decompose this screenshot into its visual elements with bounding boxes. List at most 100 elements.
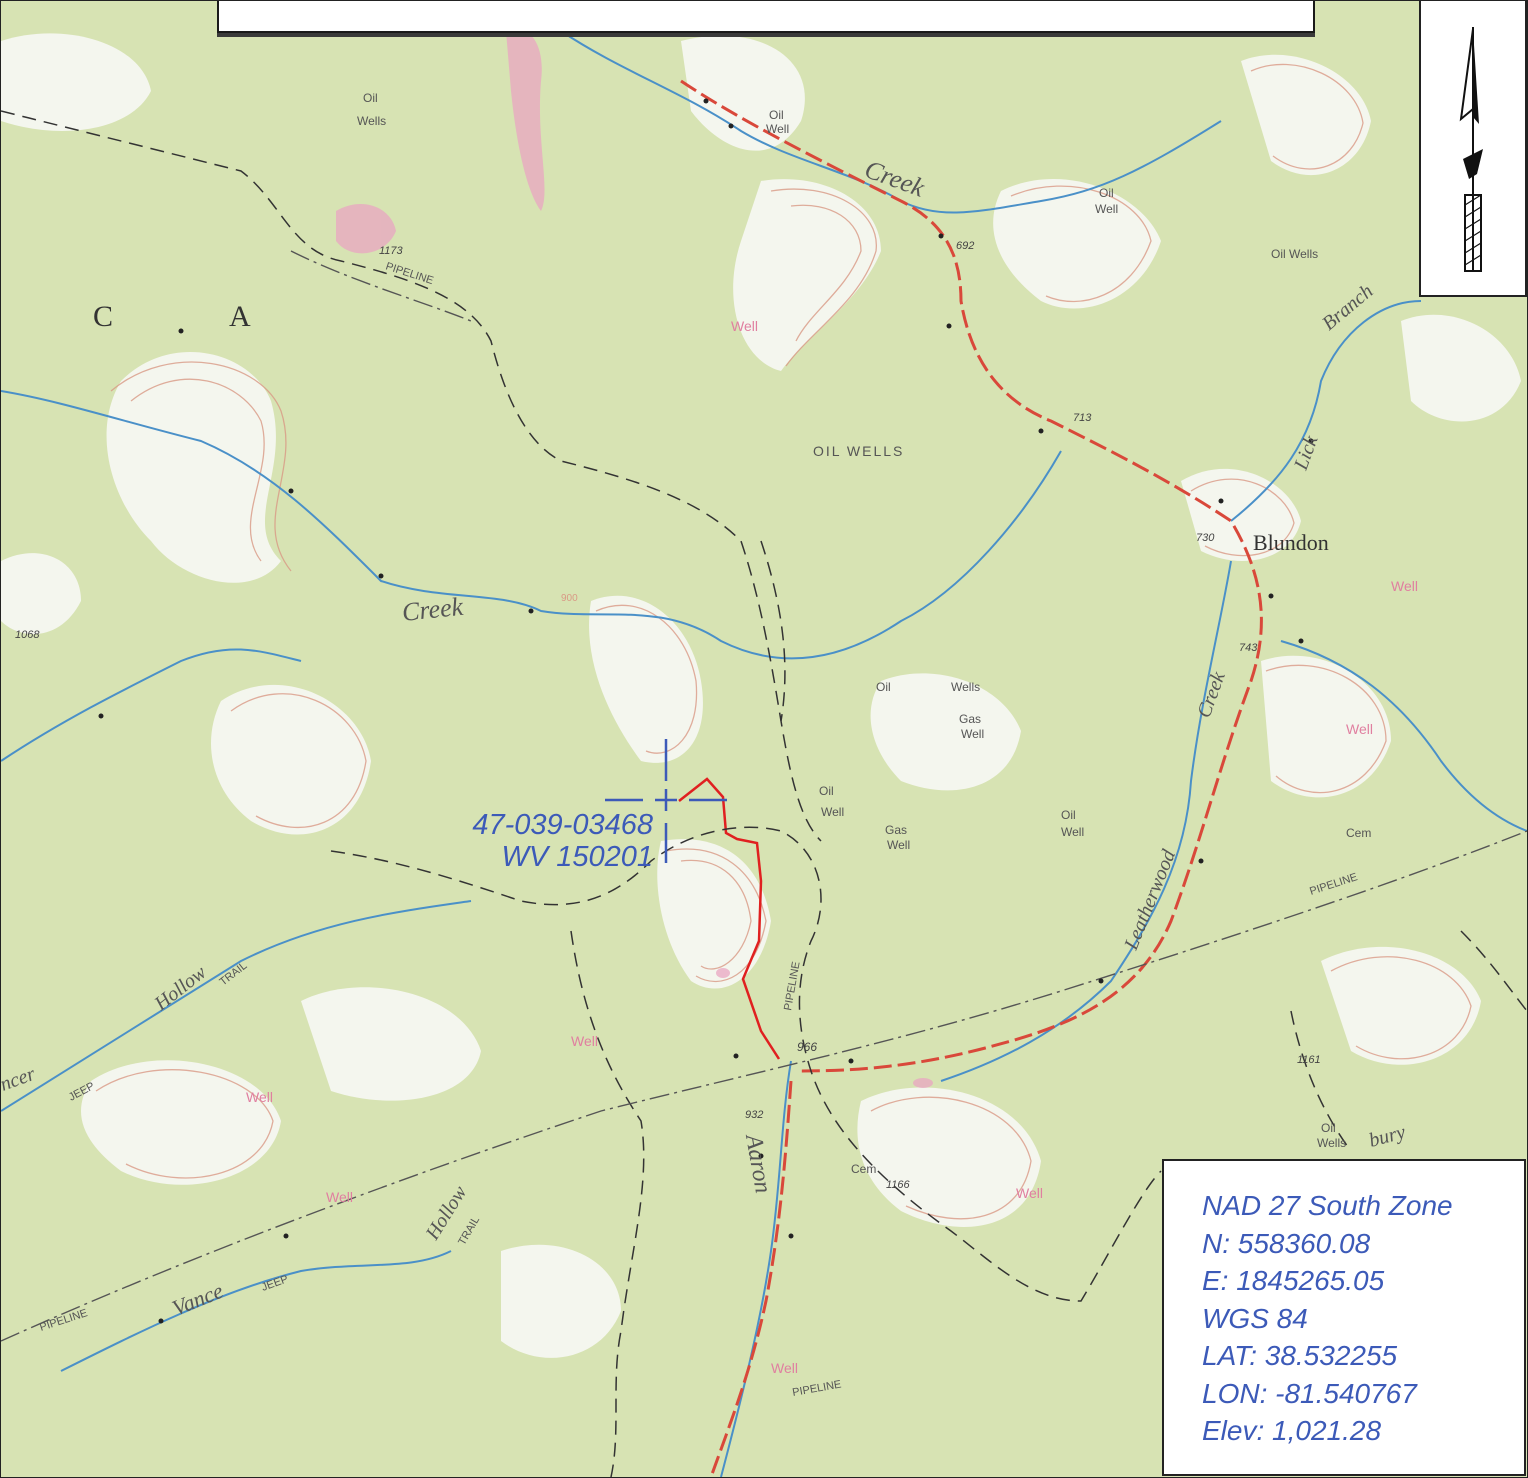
- well-label: Well: [771, 1360, 798, 1376]
- leatherwood-label: Leatherwood: [1120, 846, 1181, 954]
- dot: [848, 1058, 854, 1064]
- contour-label: 900: [561, 593, 578, 604]
- contour: [870, 1096, 1032, 1220]
- northing: N: 558360.08: [1202, 1227, 1371, 1259]
- well-label: Well: [1346, 721, 1373, 737]
- stream-lick-branch: [1230, 300, 1422, 522]
- creek-label: Creek: [861, 154, 929, 202]
- stream-right: [1280, 640, 1527, 832]
- county-letter: A: [229, 300, 251, 333]
- dot: [946, 323, 952, 329]
- clearing: [1321, 946, 1481, 1065]
- pink-patch: [336, 203, 396, 254]
- label: Oil: [769, 108, 784, 122]
- well-label: Well: [1016, 1185, 1043, 1201]
- roads: [678, 79, 1263, 1477]
- contour: [1265, 664, 1387, 794]
- label: Oil: [876, 680, 891, 694]
- clearing: [857, 1087, 1041, 1227]
- label: Oil: [1099, 186, 1114, 200]
- dot: [1308, 438, 1314, 444]
- label: Wells: [1317, 1136, 1346, 1150]
- trail: [570, 930, 645, 1477]
- label: Well: [887, 838, 910, 852]
- well-label: Well: [731, 318, 758, 334]
- dot: [1268, 593, 1274, 599]
- well-label: Well: [1391, 578, 1418, 594]
- creek-label: Creek: [401, 592, 465, 627]
- contour: [130, 378, 265, 562]
- north-arrow-box: [1419, 1, 1527, 297]
- stream-hollow: [1, 900, 472, 1112]
- clearing: [301, 987, 481, 1101]
- dot: [288, 488, 294, 494]
- permit-number: WV 150201: [501, 841, 653, 873]
- dot: [283, 1233, 289, 1239]
- contour: [1190, 478, 1295, 557]
- label: Oil Wells: [1271, 247, 1318, 261]
- label: Oil: [363, 91, 378, 105]
- dot: [758, 1153, 764, 1159]
- pipelines: [1, 250, 1527, 1342]
- pipeline-label: PIPELINE: [1308, 871, 1359, 898]
- label: Oil: [1321, 1121, 1336, 1135]
- label: Well: [961, 727, 984, 741]
- clearing: [1, 33, 151, 131]
- label: Gas: [885, 823, 907, 837]
- pink-patches: [336, 28, 933, 1088]
- hollow-label: Hollow: [150, 961, 211, 1016]
- road-aaron: [709, 1080, 793, 1477]
- clearing: [1241, 54, 1371, 176]
- creek-label: Creek: [1193, 668, 1230, 721]
- elevation-label: 730: [1196, 532, 1215, 544]
- dot: [788, 1233, 794, 1239]
- cem-label: Cem: [851, 1162, 876, 1176]
- trail: [760, 540, 786, 722]
- stream-left: [1, 648, 302, 762]
- dot: [378, 573, 384, 579]
- clearing: [681, 35, 805, 151]
- well-label: Well: [571, 1033, 598, 1049]
- clearing: [733, 179, 881, 371]
- elevation-label: 1173: [379, 245, 404, 257]
- contour-lines: [95, 63, 1472, 1220]
- dot: [528, 608, 534, 614]
- contour: [110, 361, 292, 572]
- clearing: [81, 1060, 281, 1185]
- datum-wgs84: WGS 84: [1202, 1302, 1308, 1334]
- jeep-label: JEEP: [260, 1273, 290, 1294]
- pipeline-line: [290, 250, 472, 322]
- contour: [665, 848, 767, 983]
- stream-aaron: [720, 1060, 792, 1477]
- well-id-label: 47-039-03468 WV 150201: [441, 809, 653, 873]
- clearing: [589, 595, 703, 763]
- pipeline-label: PIPELINE: [38, 1307, 89, 1334]
- label: Well: [1095, 202, 1118, 216]
- label: Well: [1061, 825, 1084, 839]
- vance-label: Vance: [169, 1278, 227, 1321]
- contour: [1330, 956, 1472, 1060]
- contour: [1010, 185, 1152, 303]
- pink-patch: [716, 968, 730, 978]
- longitude: LON: -81.540767: [1202, 1377, 1417, 1409]
- dot: [158, 1318, 164, 1324]
- clearing: [870, 673, 1021, 791]
- contour: [680, 859, 752, 970]
- cem-label: Cem: [1346, 826, 1371, 840]
- elevation-label: 932: [745, 1109, 763, 1121]
- dot: [703, 98, 709, 104]
- structure-dots: [98, 98, 1314, 1324]
- pipeline-label: PIPELINE: [791, 1379, 842, 1399]
- well-crosshair-icon: [605, 739, 727, 863]
- label: OIL WELLS: [813, 443, 904, 459]
- bury-label: bury: [1367, 1121, 1408, 1152]
- county-letter: C: [93, 300, 113, 333]
- label: Oil: [819, 784, 834, 798]
- latitude: LAT: 38.532255: [1202, 1340, 1398, 1371]
- elevation-label: 743: [1239, 642, 1258, 654]
- elevation-label: 692: [956, 240, 974, 252]
- clearing: [1401, 314, 1521, 422]
- trail-label: TRAIL: [217, 960, 249, 989]
- place-name-blundon: Blundon: [1253, 530, 1329, 555]
